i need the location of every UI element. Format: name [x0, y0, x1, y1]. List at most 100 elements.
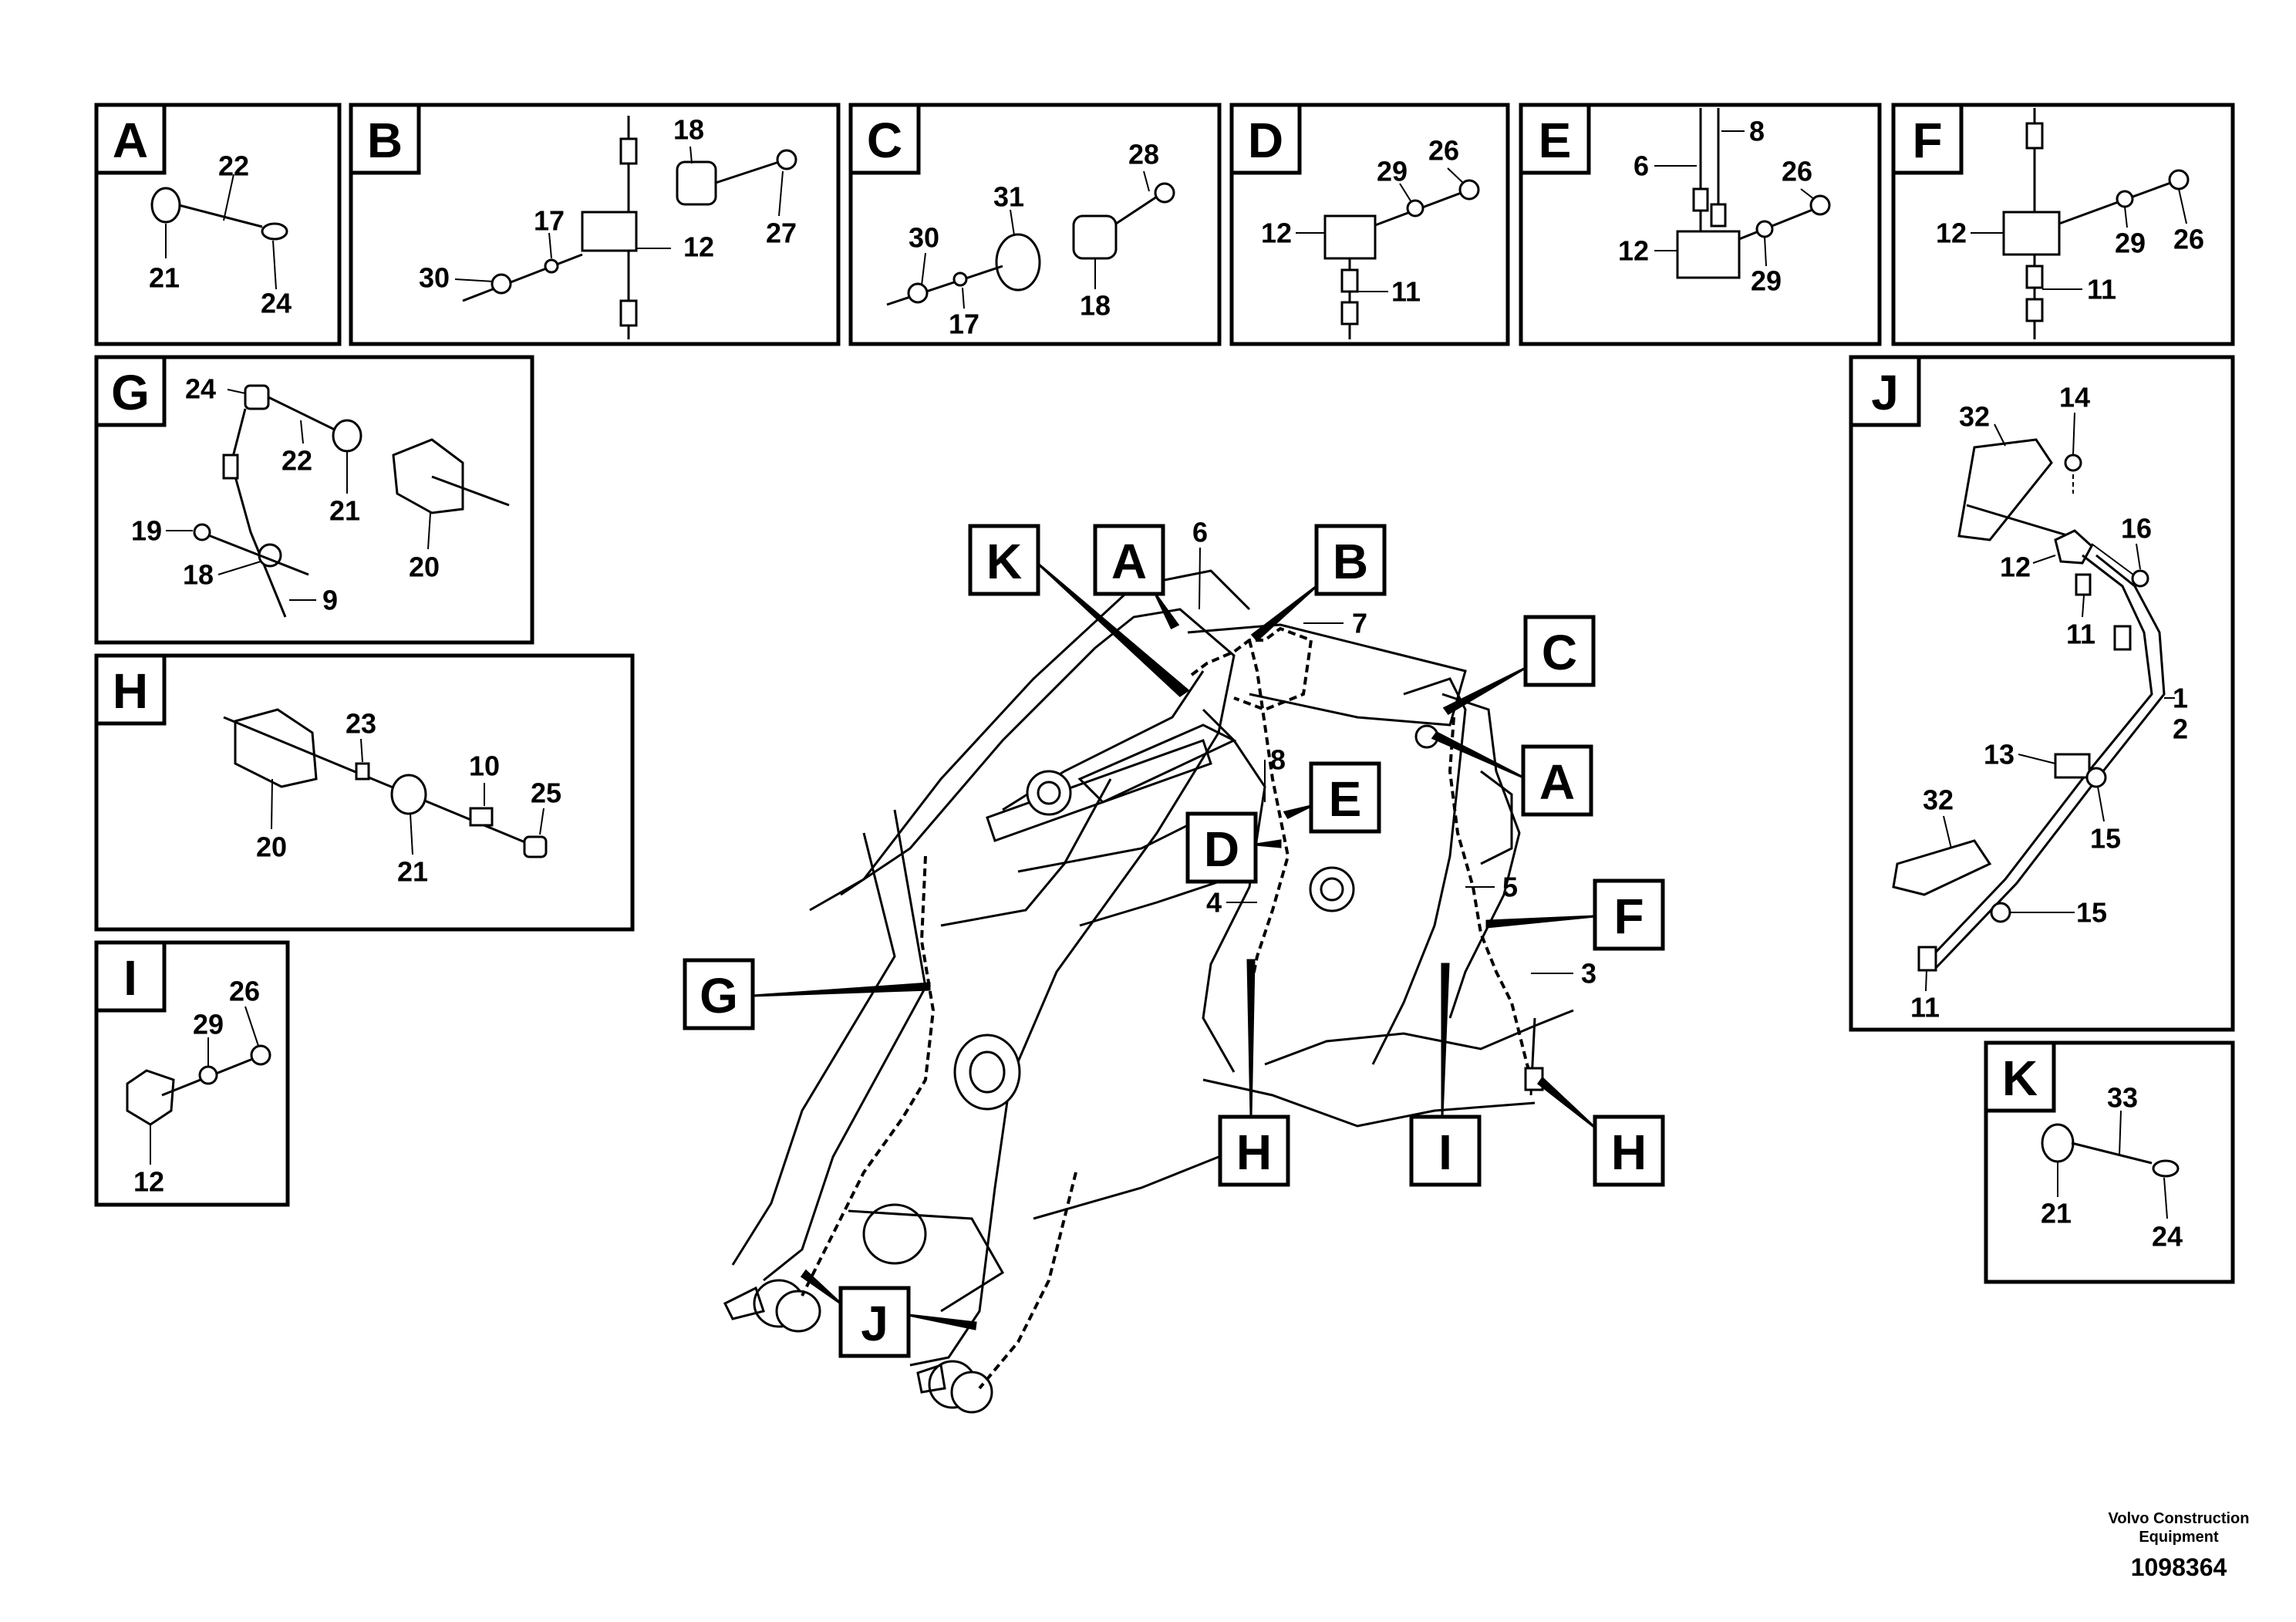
detail-d-frame	[1229, 103, 1510, 346]
detail-g-tag-letter: G	[111, 365, 150, 420]
part-12-clamp-block	[126, 1069, 175, 1126]
callout-a-top: A	[1093, 524, 1180, 630]
part-12-clamp-block	[2054, 529, 2093, 565]
label-26: 26	[1428, 135, 1459, 167]
label-21: 21	[149, 262, 180, 294]
detail-j-frame	[1849, 355, 2235, 1032]
hose-center	[1248, 639, 1290, 996]
callout-h-left-letter: H	[1236, 1125, 1272, 1180]
label-1: 1	[2173, 683, 2188, 714]
detail-c-tag-letter: C	[867, 113, 902, 168]
hose-top	[1190, 626, 1313, 712]
detail-view-e: E 6 8 26 12 29	[1519, 103, 1882, 346]
brand-line-1: Volvo Construction	[2109, 1510, 2250, 1527]
label-12: 12	[1618, 235, 1649, 267]
label-23: 23	[346, 708, 376, 740]
label-12: 12	[133, 1166, 164, 1198]
part-12-clamp-block	[1323, 214, 1377, 260]
callout-g-letter: G	[700, 968, 738, 1023]
main-label-4: 4	[1206, 887, 1222, 919]
main-label-5: 5	[1502, 872, 1518, 903]
label-11: 11	[1910, 992, 1940, 1023]
label-12: 12	[1936, 218, 1967, 249]
callout-j-letter: J	[861, 1296, 888, 1351]
main-label-7: 7	[1352, 608, 1367, 639]
label-19: 19	[131, 515, 162, 547]
main-label-6: 6	[1192, 517, 1208, 548]
label-24: 24	[185, 373, 216, 405]
label-17: 17	[534, 205, 565, 237]
label-26: 26	[2173, 224, 2204, 255]
detail-view-j: J 32 14 16 12 11 1 2 13 32 15	[1849, 355, 2235, 1032]
label-33: 33	[2107, 1082, 2138, 1114]
label-13: 13	[1984, 739, 2014, 771]
detail-a-tag-letter: A	[113, 113, 148, 168]
detail-j-tag	[1849, 355, 1921, 427]
part-15-nut	[2085, 767, 2107, 788]
detail-c-frame	[848, 103, 1222, 346]
detail-view-a: A 22 21 24	[94, 103, 342, 346]
detail-f-frame	[1891, 103, 2235, 346]
label-29: 29	[1377, 156, 1408, 187]
part-31-spacer	[995, 233, 1041, 292]
label-12: 12	[683, 231, 714, 263]
callout-c: C	[1442, 615, 1596, 715]
detail-i-tag-letter: I	[123, 950, 137, 1006]
label-6: 6	[1633, 150, 1649, 182]
label-29: 29	[193, 1009, 224, 1040]
detail-b-tag-letter: B	[367, 113, 403, 168]
detail-g-tag	[94, 355, 167, 427]
part-25-elbow	[523, 835, 548, 858]
part-20-bracket	[392, 438, 464, 514]
part-32-guard	[1892, 839, 1992, 896]
label-21: 21	[329, 495, 360, 527]
part-11-fitting	[1917, 946, 1937, 972]
label-22: 22	[218, 150, 249, 182]
callout-f-letter: F	[1613, 889, 1644, 944]
loader-frame-drawing	[723, 569, 1574, 1414]
callout-e-letter: E	[1329, 771, 1362, 827]
detail-h-tag-letter: H	[113, 663, 148, 719]
label-20: 20	[256, 831, 287, 863]
label-28: 28	[1128, 139, 1159, 170]
label-15: 15	[2090, 823, 2121, 855]
part-32-guard	[1957, 438, 2053, 541]
callout-i-letter: I	[1438, 1125, 1452, 1180]
label-22: 22	[282, 445, 312, 477]
detail-i-frame	[94, 940, 290, 1207]
detail-view-g: G 24 22 21 20 19 18 9	[94, 355, 534, 645]
main-assembly-view: K A B C A E	[683, 517, 1665, 1414]
detail-f-tag-letter: F	[1912, 113, 1942, 168]
label-11: 11	[1391, 276, 1421, 308]
detail-view-i: I 29 26 12	[94, 940, 290, 1207]
label-32: 32	[1959, 401, 1990, 433]
label-11: 11	[2066, 619, 2095, 650]
footer: Volvo Construction Equipment 1098364	[2109, 1510, 2250, 1581]
detail-c-tag	[848, 103, 921, 175]
part-10-coupling	[469, 807, 494, 827]
detail-j-tag-letter: J	[1871, 365, 1899, 420]
label-30: 30	[909, 222, 939, 254]
label-9: 9	[322, 585, 338, 616]
part-21-bushing	[390, 774, 427, 815]
label-2: 2	[2173, 713, 2188, 745]
callout-b: B	[1250, 524, 1387, 642]
detail-i-tag	[94, 940, 167, 1013]
label-18: 18	[673, 114, 704, 146]
detail-k-tag	[1984, 1040, 2056, 1113]
detail-f-tag	[1891, 103, 1964, 175]
label-26: 26	[229, 976, 260, 1007]
label-26: 26	[1782, 156, 1812, 187]
part-15-nut	[1990, 902, 2011, 923]
label-31: 31	[993, 181, 1024, 213]
detail-b-tag	[349, 103, 421, 175]
label-29: 29	[2115, 228, 2146, 259]
callout-d-letter: D	[1204, 821, 1239, 877]
part-24-elbow	[261, 222, 288, 241]
detail-b-frame	[349, 103, 841, 346]
callout-i: I	[1409, 963, 1482, 1187]
callout-c-letter: C	[1542, 625, 1577, 680]
detail-h-frame	[94, 653, 635, 932]
detail-h-tag	[94, 653, 167, 726]
